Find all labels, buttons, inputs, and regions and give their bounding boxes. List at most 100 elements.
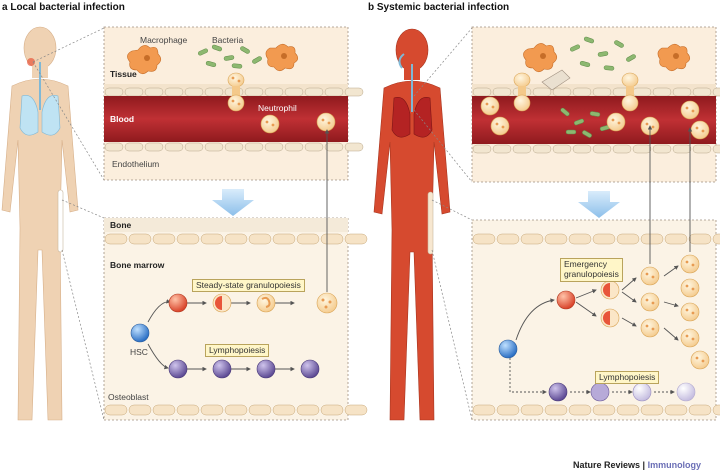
endothelial-cell [324, 142, 344, 152]
panel-b-title-text: Systemic bacterial infection [376, 2, 510, 13]
bone-lining-cell [152, 404, 176, 416]
neutrophil-icon [640, 266, 660, 286]
bone-lining-cell [272, 233, 296, 245]
blood-label: Blood [110, 114, 135, 124]
bacterium-icon [565, 129, 577, 135]
endothelial-cell [304, 142, 324, 152]
endothelial-cell [612, 144, 632, 154]
panel-b-title: b Systemic bacterial infection [368, 3, 509, 13]
endothelial-cell [264, 87, 284, 97]
bacterium-icon [579, 60, 591, 68]
bone-label: Bone [110, 220, 132, 230]
lymphoid-cell-icon [590, 382, 610, 402]
bone-lining-cell [544, 404, 568, 416]
endothelial-cell [124, 142, 144, 152]
endothelial-cell [164, 87, 184, 97]
hsc-label-a: HSC [130, 347, 148, 357]
bacterium-icon [205, 60, 217, 68]
neutrophil-icon [227, 72, 245, 112]
lymphoid-cell-icon [548, 382, 568, 402]
bone-lining-cell [616, 233, 640, 245]
endothelial-cell [244, 87, 264, 97]
endothelial-cell [224, 142, 244, 152]
neutrophil-icon [513, 72, 531, 112]
body-figure-b [373, 28, 451, 421]
macrophage-icon [657, 43, 691, 72]
endothelial-cell [632, 87, 652, 97]
bone-lining-cell [496, 233, 520, 245]
bone-lining-cell [640, 404, 664, 416]
hsc-cell-icon [498, 339, 518, 359]
neutrophil-icon [680, 254, 700, 274]
neutrophil-icon [640, 318, 660, 338]
bone-lining-cell [496, 404, 520, 416]
neutrophil-icon [621, 72, 639, 112]
lymphopoiesis-label-b: Lymphopoiesis [595, 371, 660, 385]
endothelial-cell [692, 87, 712, 97]
endothelial-cell [344, 87, 364, 97]
bacterium-icon [603, 65, 615, 71]
promyelocyte-icon [600, 308, 620, 328]
lymphopoiesis-label-a: Lymphopoiesis [205, 344, 270, 358]
endothelial-cell [264, 142, 284, 152]
panel-a-letter: a [2, 2, 8, 13]
bone-lining-cell [176, 233, 200, 245]
bone-lining-cell [128, 404, 152, 416]
bacterium-icon [614, 40, 624, 48]
steady-state-granulopoiesis-label: Steady-state granulopoiesis [192, 279, 305, 293]
tissue-label: Tissue [110, 69, 137, 79]
bone-lining-cell [176, 404, 200, 416]
lymphoid-cell-icon [212, 359, 232, 379]
endothelial-cell [244, 142, 264, 152]
bone-lining-cell [640, 233, 664, 245]
endothelial-cell [672, 87, 692, 97]
bone-lining-cell [520, 233, 544, 245]
endothelial-cell [324, 87, 344, 97]
bacterium-icon [582, 130, 592, 138]
neutrophil-label: Neutrophil [258, 103, 297, 113]
bone-lining-cell [472, 404, 496, 416]
endothelial-cell [572, 87, 592, 97]
myeloid-progenitor-icon [168, 293, 188, 313]
neutrophil-icon [316, 112, 336, 132]
endothelial-cell [532, 144, 552, 154]
infection-site-icon [27, 58, 35, 66]
lymphoid-cell-icon [300, 359, 320, 379]
endothelial-cell [512, 144, 532, 154]
neutrophil-icon [690, 350, 710, 370]
endothelial-cell [164, 142, 184, 152]
bone-lining-cell [104, 404, 128, 416]
mature-neutrophil-icon [316, 292, 338, 314]
bacterium-icon [211, 44, 223, 52]
bone-marrow-inset-a [103, 129, 368, 421]
bone-lining-cell [688, 233, 712, 245]
endothelial-cell [284, 87, 304, 97]
tissue-inset-b [471, 26, 720, 183]
promyelocyte-icon [600, 280, 620, 300]
down-arrow-icon [212, 189, 254, 216]
bone-lining-cell [296, 233, 320, 245]
neutrophil-icon [680, 328, 700, 348]
bone-lining-cell [544, 233, 568, 245]
blood-vessel-a [104, 96, 348, 142]
journal-section: Immunology [647, 460, 702, 470]
bone-lining-cell [568, 233, 592, 245]
bacterium-icon [198, 48, 208, 56]
bone-lining-cell [320, 233, 344, 245]
bone-lining-cell [272, 404, 296, 416]
bone-lining-cell [664, 404, 688, 416]
endothelial-cell [184, 87, 204, 97]
bacterium-icon [560, 107, 570, 117]
journal-name: Nature Reviews [573, 460, 641, 470]
endothelial-cell [104, 87, 124, 97]
bone-lining-cell [592, 404, 616, 416]
femur-bone-icon [57, 189, 64, 253]
endothelial-cell [572, 144, 592, 154]
endothelial-cell [652, 87, 672, 97]
bone-lining-cell [472, 233, 496, 245]
bone-marrow-label: Bone marrow [110, 260, 165, 270]
myeloid-progenitor-icon [556, 290, 576, 310]
bone-lining-cell [128, 233, 152, 245]
bacterium-icon [231, 63, 243, 69]
neutrophil-icon [490, 116, 510, 136]
